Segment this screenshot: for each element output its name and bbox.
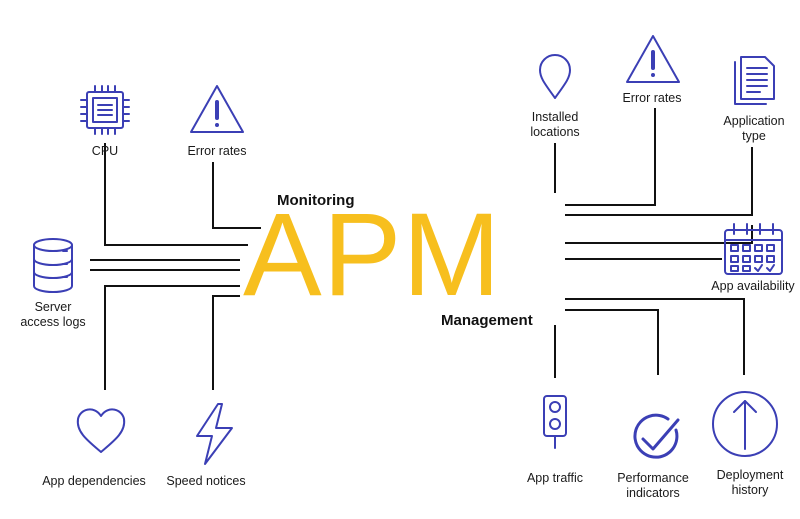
connector-app-availability-top [565,225,753,244]
cpu-icon [80,85,130,135]
connector-deployment-history [565,298,745,375]
arrow-up-circle-icon [712,391,778,457]
label-app-dependencies: App dependencies [42,474,146,488]
connector-application-type [565,147,753,216]
traffic-light-icon [543,395,567,449]
connector-performance-indicators [565,309,659,375]
calendar-icon [724,223,783,275]
label-server-access-logs: Server access logs [20,300,86,329]
document-icon [734,56,775,105]
connector-app-dependencies [104,285,240,390]
warning-icon [626,35,680,83]
lightning-icon [196,403,233,465]
label-app-traffic: App traffic [526,471,584,485]
label-error-rates-left: Error rates [187,144,247,158]
label-app-availability: App availability [711,279,795,293]
apm-title: APM [243,189,502,321]
management-label: Management [441,312,533,329]
label-installed-locations: Installed locations [530,110,580,139]
label-performance-indicators: Performance indicators [617,471,689,500]
label-error-rates-right: Error rates [622,91,682,105]
check-circle-icon [633,413,680,459]
heart-icon [76,408,126,453]
label-application-type: Application type [723,114,785,143]
label-speed-notices: Speed notices [166,474,246,488]
connector-error-rates-right [565,108,656,206]
label-cpu: CPU [91,144,119,158]
monitoring-label: Monitoring [277,192,355,209]
connector-error-rates-left [212,162,261,229]
connector-cpu [104,143,248,246]
database-icon [33,238,73,293]
location-pin-icon [539,54,571,99]
label-deployment-history: Deployment history [716,468,784,497]
warning-icon [190,85,244,133]
connector-speed-notices [212,295,240,390]
